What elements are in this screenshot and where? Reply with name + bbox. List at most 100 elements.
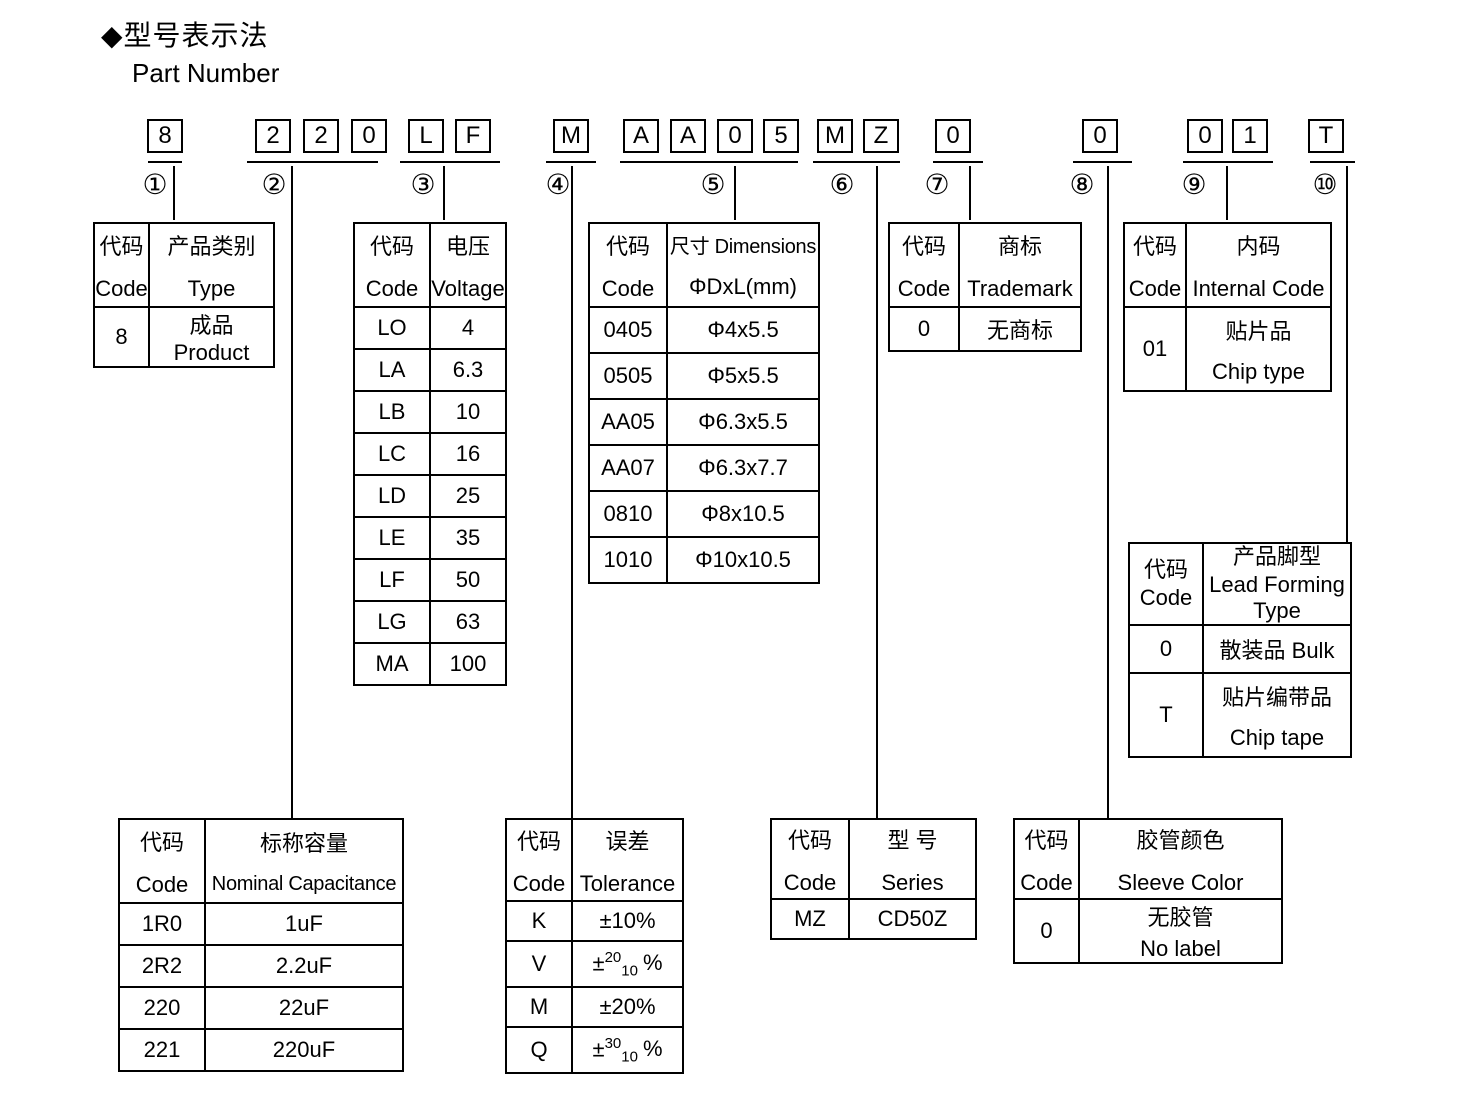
- code-cell: 01: [1123, 306, 1187, 392]
- header-en: Code: [95, 275, 148, 301]
- connector-line-5: [734, 166, 736, 220]
- code-box: 2: [255, 119, 291, 153]
- header-zh: 型 号: [887, 827, 938, 853]
- header-en: Code: [512, 870, 566, 896]
- table-row: V ±2010%: [505, 940, 684, 988]
- code-cell: K: [505, 900, 573, 942]
- value-cell: 1uF: [204, 902, 404, 946]
- header-en2: Type: [1253, 598, 1301, 623]
- plus-minus-sign: ±: [592, 949, 605, 975]
- code-box: A: [670, 119, 706, 153]
- value-cell: Φ8x10.5: [666, 490, 820, 538]
- circled-index-10: ⑩: [1312, 169, 1338, 200]
- code-cell: Q: [505, 1026, 573, 1074]
- value-cell: 16: [429, 432, 507, 476]
- circled-index-5: ⑤: [700, 169, 726, 200]
- value-cell: Φ6.3x7.7: [666, 444, 820, 492]
- group-underline: [400, 161, 500, 163]
- percent-sign: %: [642, 949, 663, 975]
- group-underline: [813, 161, 900, 163]
- value-cell: 25: [429, 474, 507, 518]
- connector-line-3: [443, 166, 445, 220]
- header-zh: 代码: [1132, 233, 1177, 259]
- code-cell: LF: [353, 558, 431, 602]
- code-cell: LB: [353, 390, 431, 434]
- header-zh: 代码: [99, 233, 144, 259]
- header-zh: 产品脚型: [1232, 544, 1321, 569]
- code-cell: AA07: [588, 444, 668, 492]
- table-row: Q ±3010%: [505, 1026, 684, 1074]
- header-en: Tolerance: [579, 870, 676, 896]
- group-underline: [1073, 161, 1132, 163]
- value-zh: 贴片编带品: [1221, 684, 1332, 710]
- header-zh: 代码: [516, 828, 561, 854]
- value-cell: 6.3: [429, 348, 507, 392]
- code-cell: LA: [353, 348, 431, 392]
- header-en: Code: [365, 275, 419, 301]
- value-cell: 220uF: [204, 1028, 404, 1072]
- circled-index-4: ④: [545, 169, 571, 200]
- header-zh: 胶管颜色: [1136, 827, 1225, 853]
- circled-index-6: ⑥: [829, 169, 855, 200]
- code-cell: LG: [353, 600, 431, 644]
- header-en: Code: [897, 275, 951, 301]
- code-box: M: [817, 119, 853, 153]
- code-box: A: [623, 119, 659, 153]
- value-cell: 散装品 Bulk: [1202, 624, 1352, 674]
- code-box: 2: [303, 119, 339, 153]
- value-en: Chip tape: [1229, 724, 1325, 750]
- group-underline: [620, 161, 798, 163]
- page-title-en: Part Number: [132, 58, 280, 88]
- circled-index-1: ①: [142, 169, 168, 200]
- tolerance-upper: 20: [604, 948, 622, 966]
- code-box: Z: [863, 119, 899, 153]
- group-underline: [1183, 161, 1273, 163]
- code-box: M: [553, 119, 589, 153]
- header-en: Lead Forming: [1209, 572, 1345, 597]
- value-cell: 35: [429, 516, 507, 560]
- code-box: 0: [1082, 119, 1118, 153]
- header-en: Sleeve Color: [1117, 869, 1244, 895]
- connector-line-10: [1346, 166, 1348, 542]
- tolerance-lower: 10: [621, 962, 638, 980]
- header-zh: 内码: [1236, 233, 1281, 259]
- value-zh: 贴片品: [1225, 318, 1292, 344]
- group-underline: [247, 161, 378, 163]
- code-box: T: [1308, 119, 1344, 153]
- value-cell: ±10%: [571, 900, 684, 942]
- value-cell: Φ6.3x5.5: [666, 398, 820, 446]
- value-cell: 50: [429, 558, 507, 602]
- code-cell: LC: [353, 432, 431, 476]
- circled-index-8: ⑧: [1069, 169, 1095, 200]
- circled-index-3: ③: [410, 169, 436, 200]
- value-cell: 22uF: [204, 986, 404, 1030]
- circled-index-2: ②: [261, 169, 287, 200]
- code-cell: T: [1128, 672, 1204, 758]
- column-header-code: 代码 Code: [93, 222, 150, 308]
- code-cell: LE: [353, 516, 431, 560]
- table-row: M ±20%: [505, 986, 684, 1028]
- code-cell: 220: [118, 986, 206, 1030]
